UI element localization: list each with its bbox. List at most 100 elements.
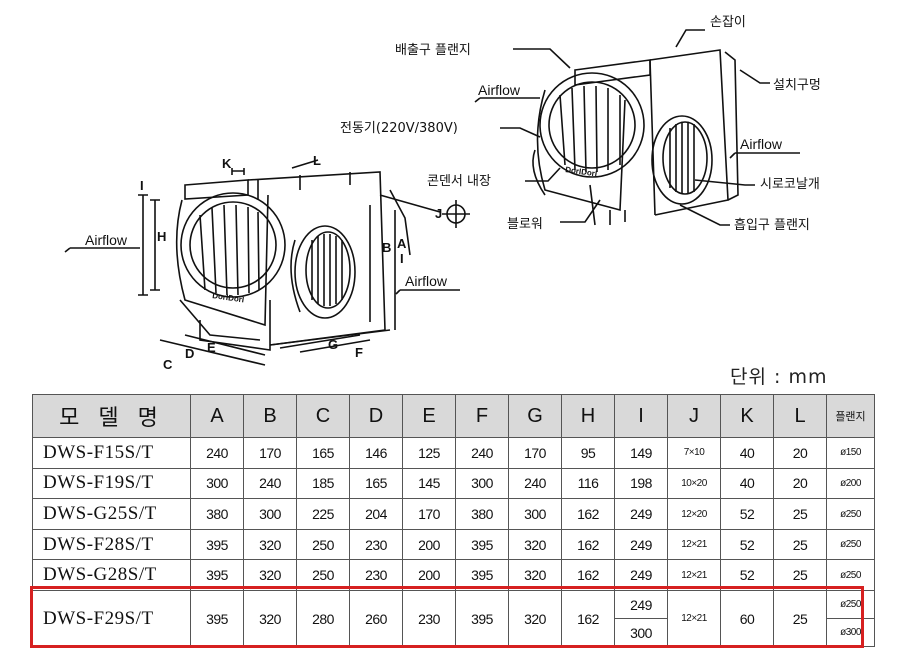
table-cell: 20	[773, 437, 827, 469]
table-cell: 52	[720, 559, 774, 592]
table-cell: 200	[402, 528, 456, 561]
table-cell: 149	[614, 437, 668, 469]
table-cell: 250	[296, 528, 350, 561]
dim-A: A	[397, 236, 407, 251]
brand-logo-right: DorIDorI	[565, 165, 598, 178]
table-cell: 320	[243, 559, 297, 592]
blower-diagram: 손잡이 배출구 플랜지 설치구멍 전동기(220V/380V) 콘덴서 내장 시…	[64, 15, 821, 372]
table-cell: 280	[296, 590, 350, 647]
header-E: E	[402, 394, 456, 438]
dim-C: C	[163, 357, 173, 372]
table-cell: 300	[190, 467, 244, 500]
label-airflow-inlet-left: Airflow	[405, 273, 448, 289]
table-cell: 25	[773, 559, 827, 592]
table-cell: 12×21	[667, 528, 721, 561]
table-cell: 240	[455, 437, 509, 469]
table-cell: 240	[508, 467, 562, 500]
table-cell: 40	[720, 437, 774, 469]
label-blower: 블로워	[507, 217, 543, 232]
brand-logo-left: DorIDorI	[212, 291, 245, 304]
table-row-last-sub: 300 ø300	[33, 618, 875, 647]
table-cell: 162	[561, 590, 615, 647]
table-cell-model: DWS-F15S/T	[32, 437, 191, 469]
header-F: F	[455, 394, 509, 438]
table-cell: 395	[455, 590, 509, 647]
table-cell: ø250	[826, 590, 875, 619]
table-cell: ø250	[826, 559, 875, 592]
label-airflow-outlet-right: Airflow	[478, 82, 521, 98]
table-cell: 204	[349, 498, 403, 530]
table-cell: 170	[508, 437, 562, 469]
dim-I-right: I	[400, 251, 404, 266]
left-blower-drawing	[138, 159, 470, 366]
table-cell: 300	[455, 467, 509, 500]
table-cell: 249	[614, 590, 668, 619]
table-cell-model: DWS-G25S/T	[32, 498, 191, 530]
table-cell: 320	[243, 528, 297, 561]
table-cell: 52	[720, 528, 774, 561]
table-cell: 395	[455, 559, 509, 592]
table-cell: 225	[296, 498, 350, 530]
table-cell: 40	[720, 467, 774, 500]
header-K: K	[720, 394, 774, 438]
table-cell: 165	[349, 467, 403, 500]
table-cell: 230	[349, 528, 403, 561]
dim-D: D	[185, 346, 194, 361]
table-cell: 125	[402, 437, 456, 469]
dim-B: B	[382, 240, 391, 255]
dim-E: E	[207, 340, 216, 355]
header-C: C	[296, 394, 350, 438]
table-cell: 7×10	[667, 437, 721, 469]
table-cell: 198	[614, 467, 668, 500]
label-sirocco: 시로코날개	[760, 177, 820, 192]
table-cell: 25	[773, 590, 827, 647]
table-cell: ø250	[826, 528, 875, 561]
table-row-last: DWS-F29S/T 395 320 280 260 230 395 320 1…	[32, 590, 875, 647]
table-cell: 146	[349, 437, 403, 469]
header-L: L	[773, 394, 827, 438]
label-inlet-flange: 흡입구 플랜지	[734, 218, 810, 233]
table-cell: 116	[561, 467, 615, 500]
label-airflow-inlet-right: Airflow	[740, 136, 783, 152]
table-header-row: 모 델 명 A B C D E F G H I J K L 플랜지	[32, 394, 875, 438]
table-cell: 320	[243, 590, 297, 647]
header-model: 모 델 명	[32, 394, 191, 438]
table-cell: 320	[508, 528, 562, 561]
table-cell: 12×21	[667, 590, 721, 647]
table-cell: 25	[773, 498, 827, 530]
dim-H: H	[157, 229, 166, 244]
table-cell: 200	[402, 559, 456, 592]
header-I: I	[614, 394, 668, 438]
table-cell: 145	[402, 467, 456, 500]
table-cell-model: DWS-F19S/T	[32, 467, 191, 500]
table-cell: 165	[296, 437, 350, 469]
dim-I-left: I	[140, 178, 144, 193]
table-cell: ø200	[826, 467, 875, 500]
label-handle: 손잡이	[710, 15, 746, 30]
table-cell-model: DWS-F28S/T	[32, 528, 191, 561]
header-B: B	[243, 394, 297, 438]
table-cell: 12×21	[667, 559, 721, 592]
table-cell-model: DWS-G28S/T	[32, 559, 191, 592]
table-cell: 25	[773, 528, 827, 561]
table-cell: 240	[243, 467, 297, 500]
table-cell: 162	[561, 498, 615, 530]
dim-L: L	[313, 153, 321, 168]
table-cell: 170	[402, 498, 456, 530]
table-cell: 249	[614, 528, 668, 561]
table-cell: 300	[508, 498, 562, 530]
table-cell: 249	[614, 559, 668, 592]
label-capacitor: 콘덴서 내장	[427, 174, 491, 189]
dim-J: J	[435, 206, 442, 221]
header-A: A	[190, 394, 244, 438]
table-cell: 162	[561, 559, 615, 592]
header-D: D	[349, 394, 403, 438]
table-cell: 250	[296, 559, 350, 592]
right-blower-drawing	[474, 29, 800, 226]
dim-F: F	[355, 345, 363, 360]
table-cell: ø250	[826, 498, 875, 530]
header-flange: 플랜지	[826, 394, 875, 438]
table-cell: 162	[561, 528, 615, 561]
